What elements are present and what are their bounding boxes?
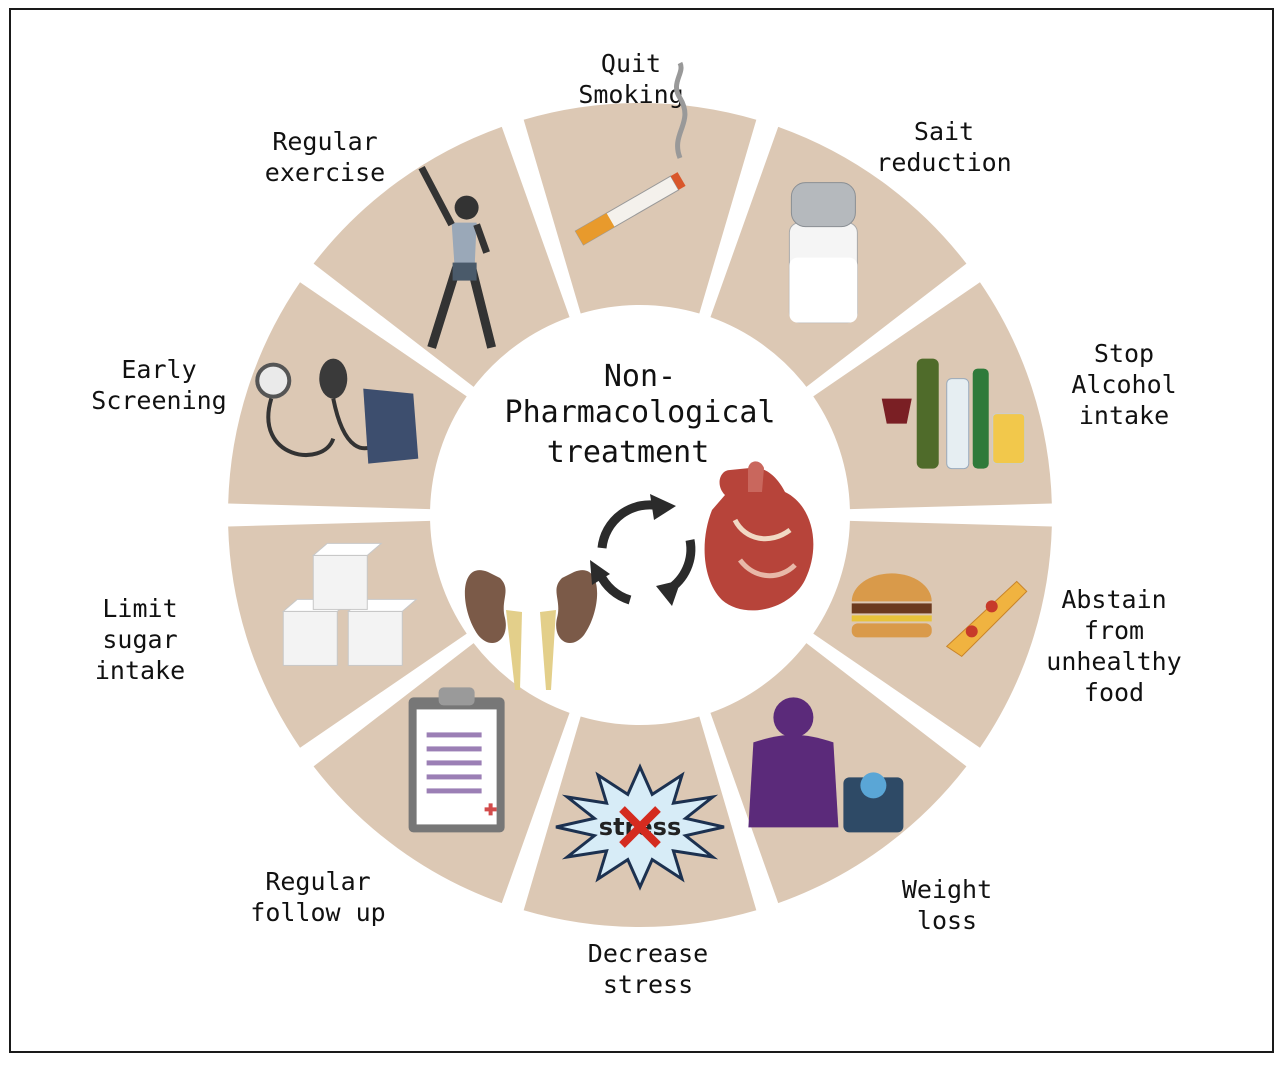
label-line: unhealthy: [1046, 647, 1181, 676]
icons-layer: stress: [255, 61, 1028, 891]
label-line: food: [1084, 678, 1144, 707]
clipboard-icon: [408, 687, 505, 833]
fast-food-icon: [851, 573, 1028, 658]
segment-regular-exercise: [313, 126, 570, 387]
segment-limit-sugar: [228, 520, 467, 748]
label-line: exercise: [265, 158, 385, 187]
label-line: intake: [95, 656, 185, 685]
cycle-arrow-heads: [590, 494, 681, 606]
kidneys-icon: [464, 570, 598, 690]
label-line: Quit: [601, 49, 661, 78]
center-title-line-1: Non-: [604, 359, 676, 394]
label-line: Screening: [91, 386, 226, 415]
label-line: stress: [603, 970, 693, 999]
label-line: Regular: [265, 867, 370, 896]
alcohol-bottles-icon: [881, 358, 1026, 470]
center-title-line-2: Pharmacological: [505, 395, 776, 430]
label-line: Alcohol: [1071, 370, 1176, 399]
label-line: Sait: [914, 117, 974, 146]
sugar-cubes-icon: [281, 542, 418, 666]
label-line: sugar: [102, 625, 177, 654]
segment-weight-loss: [710, 643, 967, 904]
exercising-person-icon: [418, 165, 496, 349]
label-line: Stop: [1094, 339, 1154, 368]
center-disc: [432, 307, 848, 723]
label-line: from: [1084, 616, 1144, 645]
salt-shaker-icon: [788, 182, 858, 324]
label-line: reduction: [876, 148, 1011, 177]
labels-layer: QuitSmokingSaitreductionStopAlcoholintak…: [91, 49, 1181, 999]
stress-burst-icon: stress: [555, 763, 725, 891]
label-line: follow up: [250, 898, 385, 927]
center-title-line-3: treatment: [547, 435, 710, 470]
blood-pressure-cuff-icon: [255, 358, 419, 464]
label-line: Early: [121, 355, 196, 384]
heart-icon: [704, 461, 814, 611]
label-line: Regular: [272, 127, 377, 156]
label-line: loss: [917, 906, 977, 935]
cigarette-icon: [574, 61, 688, 246]
label-line: Weight: [902, 875, 992, 904]
label-line: intake: [1079, 401, 1169, 430]
label-line: Decrease: [588, 939, 708, 968]
label-line: Smoking: [578, 80, 683, 109]
label-line: Abstain: [1061, 585, 1166, 614]
label-line: Limit: [102, 594, 177, 623]
weight-scale-icon: [748, 697, 904, 833]
